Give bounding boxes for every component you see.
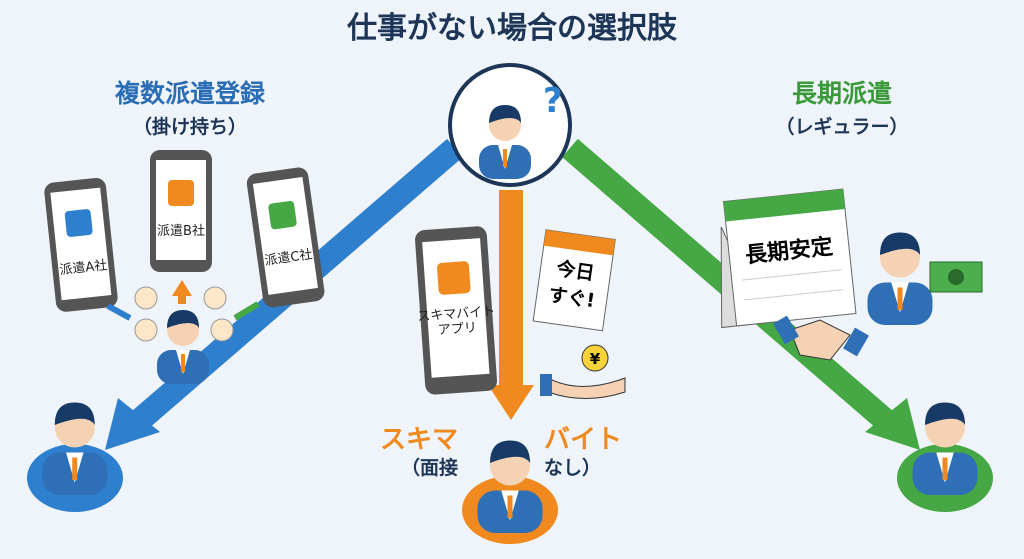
yen-coin-icon: ¥ [590, 350, 601, 368]
today-calendar: 今日 すぐ! [532, 229, 616, 332]
center-sub-right: なし） [544, 456, 601, 479]
building-icon [64, 209, 93, 237]
svg-text:派遣B社: 派遣B社 [157, 223, 205, 239]
building-icon [268, 200, 297, 230]
svg-text:今日: 今日 [554, 257, 596, 285]
phone-company-a: 派遣A社 [44, 178, 118, 312]
sukima-app-phone: スキマバイト アプリ [415, 226, 498, 395]
phone-company-c: 派遣C社 [246, 167, 325, 308]
svg-text:アプリ: アプリ [437, 321, 477, 339]
thinking-person: ? [448, 63, 572, 187]
yen-hand: ¥ [540, 344, 626, 399]
right-subheading: （レギュラー） [775, 115, 908, 138]
center-heading-left: スキマ [380, 425, 458, 455]
left-heading: 複数派遣登録 [115, 79, 266, 108]
long-term-calendar: 長期安定 [720, 188, 857, 329]
center-sub-left: （面接 [401, 456, 458, 479]
right-heading: 長期派遣 [792, 79, 892, 108]
center-heading-right: バイト [544, 425, 622, 455]
multi-registration-person [106, 280, 260, 384]
phone-company-b: 派遣B社 [150, 150, 212, 272]
page-title: 仕事がない場合の選択肢 [346, 11, 678, 46]
svg-text:派遣C社: 派遣C社 [264, 246, 314, 269]
question-mark-icon: ? [543, 81, 563, 121]
svg-text:スキマバイト: スキマバイト [417, 304, 496, 324]
building-icon [168, 180, 194, 206]
businessman-with-money [867, 232, 983, 325]
orange-arrow-path [488, 190, 534, 420]
person-right-result [897, 402, 993, 512]
handshake-icon [773, 315, 869, 361]
left-subheading: （掛け持ち） [133, 115, 247, 138]
person-center-result [462, 440, 558, 544]
person-left-result [27, 402, 123, 512]
smartphone-app-icon [437, 261, 471, 295]
svg-text:派遣A社: 派遣A社 [59, 257, 108, 278]
